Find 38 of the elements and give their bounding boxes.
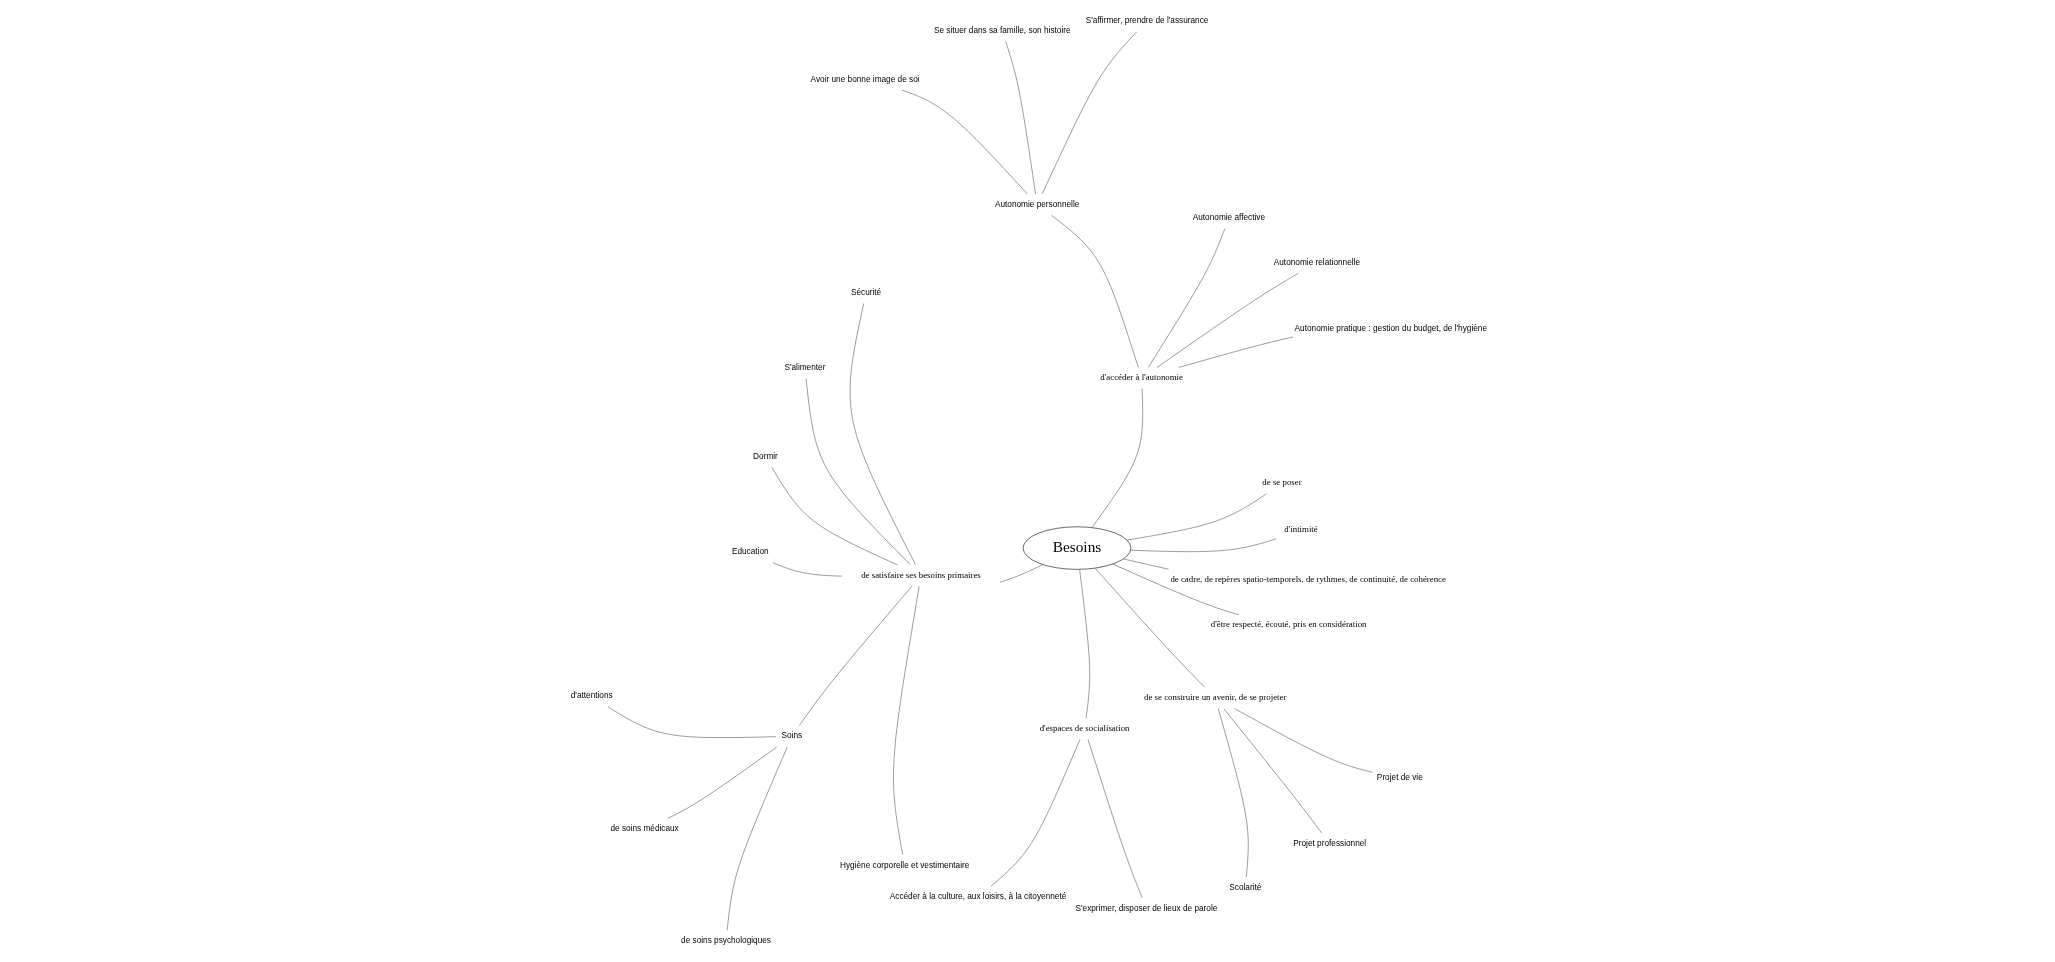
- node-text: de satisfaire ses besoins primaires: [861, 569, 981, 580]
- connector: [1178, 336, 1294, 368]
- connector: [667, 746, 778, 819]
- connector: [1091, 388, 1143, 528]
- connector: [771, 466, 898, 566]
- connector: [1223, 708, 1323, 834]
- connector: [1148, 228, 1226, 368]
- node-ellipse: Besoins: [1022, 526, 1132, 570]
- connector: [1051, 215, 1139, 368]
- node-text: d'espaces de socialisation: [1039, 722, 1130, 733]
- connector: [1094, 567, 1205, 688]
- node-text: d'être respecté, écouté, pris en considération: [1210, 619, 1367, 630]
- connector: [1126, 493, 1267, 541]
- connector: [1041, 31, 1138, 195]
- connector: [901, 89, 1028, 195]
- node-text: d'accéder à l'autonomie: [1100, 372, 1183, 383]
- connector: [805, 378, 911, 565]
- connector: [1112, 563, 1240, 616]
- connector: [1217, 708, 1249, 878]
- connector: [893, 585, 920, 855]
- connector: [1005, 41, 1036, 195]
- connector: [1087, 739, 1143, 898]
- connector: [772, 562, 843, 577]
- connector: [1156, 273, 1299, 368]
- connector: [1079, 569, 1090, 719]
- connector: [999, 564, 1044, 583]
- node-text: de cadre, de repères spatio-temporels, de rythmes, de continuité, de cohérence: [1170, 573, 1446, 584]
- connector: [726, 746, 788, 931]
- node-text: de se construire un avenir, de se projeter: [1144, 692, 1287, 703]
- connector: [1234, 708, 1373, 773]
- connector: [799, 585, 913, 726]
- connector: [849, 303, 916, 565]
- node-text: de se poser: [1262, 477, 1302, 488]
- connector: [1123, 558, 1169, 570]
- connector: [990, 739, 1081, 887]
- connector: [1130, 538, 1277, 552]
- node-text: d'intimité: [1284, 524, 1318, 535]
- connector: [607, 706, 777, 738]
